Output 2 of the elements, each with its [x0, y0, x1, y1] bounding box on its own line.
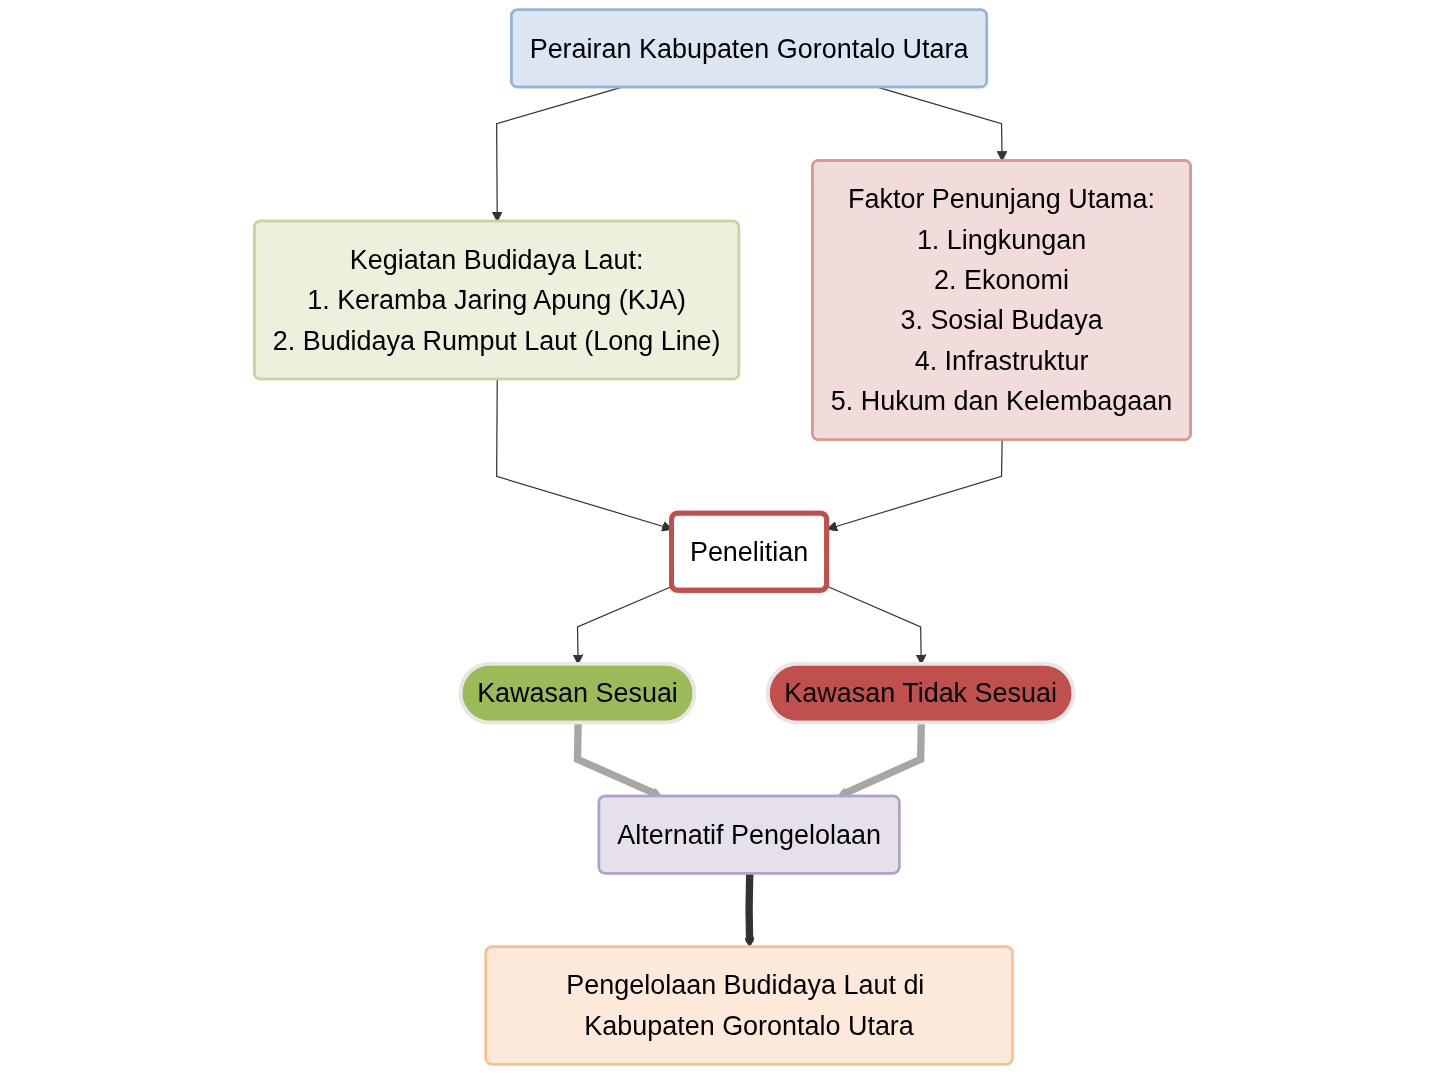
arrow [573, 723, 663, 798]
arrow [837, 723, 925, 798]
